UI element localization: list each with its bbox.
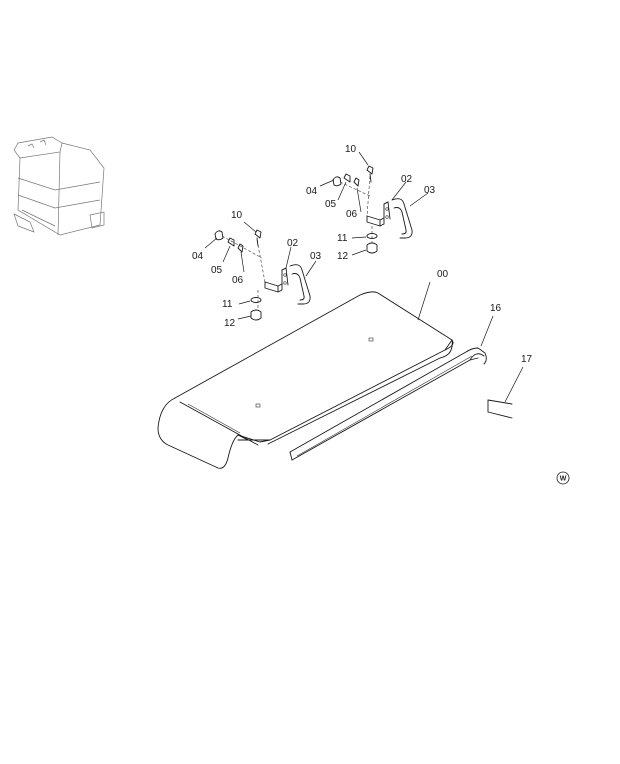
callout-strip: 16 [490,303,502,314]
callout-spacer-left: 06 [232,275,244,286]
callout-ubolt-right: 03 [424,185,436,196]
callout-bolt-left: 10 [231,210,243,221]
callout-cover: 00 [437,269,449,280]
callout-ubolt-left: 03 [310,251,322,262]
callout-nut-b-left: 12 [224,318,236,329]
callout-washer-b-right: 11 [337,233,348,244]
callout-tape: 17 [521,354,533,365]
variant-marker-letter: W [560,476,567,483]
callout-bolt-right: 10 [345,144,357,155]
callout-spacer-right: 06 [346,209,358,220]
callout-bracket-left: 02 [287,238,299,249]
callout-nut-b-right: 12 [337,251,349,262]
callout-nut-left: 04 [192,251,204,262]
bracket-assembly-left [214,229,311,321]
machine-outline-thumbnail [13,136,105,236]
callout-nut-right: 04 [306,186,318,197]
variant-marker: W [556,471,570,485]
callout-washer-left: 05 [211,265,223,276]
callout-washer-right: 05 [325,199,337,210]
cover-panel [157,291,454,469]
edge-strip [289,347,487,461]
leader-lines [204,151,524,403]
tape-piece [487,399,513,419]
callout-washer-b-left: 11 [222,299,233,310]
bracket-assembly-right [332,165,413,254]
callout-bracket-right: 02 [401,174,413,185]
